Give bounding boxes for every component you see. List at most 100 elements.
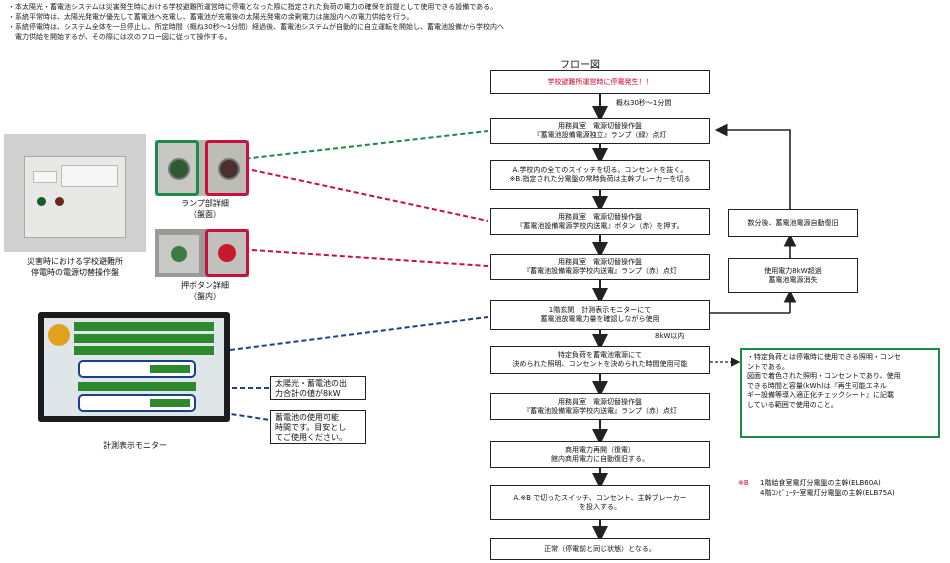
bullet-2: ・系統平常時は、太陽光発電が優先して蓄電池へ充電し、蓄電池が充電後の太陽光発電の… [8,13,414,21]
red-button-frame [205,229,249,277]
bullet-3: ・系統停電時は、システム全体を一旦停止し、所定時間（概ね30秒～1分間）経過後、… [8,23,504,31]
callout1-line2: 力合計の値が8kW [275,389,341,398]
green-lamp-frame [155,140,199,196]
flow-step-power-outage: 学校避難所運営時に停電発生！！ [490,70,710,94]
red-button-icon [218,244,236,262]
note-line2: ントである。 [747,362,789,371]
monitor-bar-3 [74,346,214,355]
monitor-bar-1 [74,322,214,331]
limit-note: 8kW以内 [655,332,685,340]
panel-front [24,156,126,238]
flow-step-red-lamp: 用務員室 電源切替操作盤 『蓄電池設備電源学校内送電』ランプ（赤）点灯 [490,254,710,280]
step10-line1: A.※B で切ったスイッチ、コンセント、主幹ブレーカー [513,493,687,502]
bullet-1: ・本太陽光・蓄電池システムは災害発生時における学校避難所運営時に停電となった際に… [8,3,498,11]
green-lamp-detail-icon [168,158,190,180]
step7-line2: 決められた照明、コンセントを決められた時間使用可能 [512,360,688,368]
side1-line2: 蓄電池電源消失 [768,275,818,284]
panel-photo [4,134,146,252]
step2-line2: 『蓄電池設備電源独立』ランプ（緑）点灯 [533,131,667,139]
footnote-mark: ※B [738,479,749,487]
sun-icon [48,324,70,346]
step3-line2: ※B.指定された分電盤の常時負荷は主幹ブレーカーを切る [509,175,691,183]
monitor-screen [44,318,224,416]
monitor-bar-4 [78,382,196,391]
flow-step-green-lamp: 用務員室 電源切替操作盤 『蓄電池設備電源独立』ランプ（緑）点灯 [490,118,710,144]
green-button-housing [159,235,199,273]
flow-step-switch-on: A.※B で切ったスイッチ、コンセント、主幹ブレーカー を投入する。 [490,485,710,520]
button-caption-line1: 押ボタン詳細 [181,281,229,290]
output-total-bar [150,365,190,373]
flow-step-normal: 正常（停電前と同じ状態）となる。 [490,538,710,560]
intro-bullets: ・本太陽光・蓄電池システムは災害発生時における学校避難所運営時に停電となった際に… [8,2,504,42]
step3-line1: A.学校内の全てのスイッチを切る。コンセントを抜く。 [512,166,688,174]
panel-caption-line1: 災害時における学校避難所 [27,257,123,266]
panel-small-plate [33,171,57,183]
lamp-detail-photo [155,140,249,196]
output-callout: 太陽光・蓄電池の出 力合計の値が8kW [270,376,366,400]
callout2-line2: 時間です。目安とし [275,423,347,432]
panel-caption: 災害時における学校避難所 停電時の電源切替操作盤 [4,256,146,278]
flow-title: フロー図 [560,60,600,71]
panel-label-plate [61,165,118,187]
step2-line1: 用務員室 電源切替操作盤 [558,122,642,130]
note-line6: している範囲で使用のこと。 [747,400,838,409]
footnote-line2: 4階ｺﾝﾋﾟｭｰﾀｰ室電灯分電盤の主幹(ELB75A) [760,489,895,497]
red-lamp-icon [55,197,64,206]
usable-time-bar [150,399,190,407]
flow-step-monitor: 1階玄関 計測表示モニターにて 蓄電池放電電力量を確認しながら使用 [490,300,710,330]
flow-step-power-restore: 商用電力再開（復電） 館内商用電力に自動復旧する。 [490,441,710,468]
callout2-line1: 蓄電池の使用可能 [275,413,339,422]
side2-text: 数分後、蓄電池電源自動復旧 [747,218,839,227]
footnote: ※B [738,478,749,488]
button-caption-line2: （盤内） [189,292,221,301]
side-overload: 使用電力8kW超過 蓄電池電源消失 [728,258,858,293]
side1-line1: 使用電力8kW超過 [764,266,822,275]
step6-line1: 1階玄関 計測表示モニターにて [548,306,652,314]
green-button-icon [171,246,187,262]
loop-arrows [710,123,797,314]
note-line3: 図面で着色された照明・コンセントであり、使用 [747,372,901,380]
step6-line2: 蓄電池放電電力量を確認しながら使用 [540,315,660,323]
flow-step-switch-off: A.学校内の全てのスイッチを切る。コンセントを抜く。 ※B.指定された分電盤の常… [490,160,710,190]
specific-load-note: ・特定負荷とは停電時に使用できる照明・コンセ ントである。 図面で着色された照明… [740,348,940,438]
step8-line1: 用務員室 電源切替操作盤 [558,397,642,406]
red-lamp-frame [205,140,249,196]
panel-caption-line2: 停電時の電源切替操作盤 [31,268,119,277]
usable-time-field [78,394,196,412]
note-line4: できる時間と容量(kWh)は『再生可能エネル [747,381,887,390]
note-line1: ・特定負荷とは停電時に使用できる照明・コンセ [747,353,901,361]
output-total-field [78,360,196,378]
step9-line1: 商用電力再開（復電） [565,445,635,454]
wait-note: 概ね30秒～1分間 [616,99,672,107]
step1-text: 学校避難所運営時に停電発生！！ [547,77,653,86]
step4-line1: 用務員室 電源切替操作盤 [558,212,642,221]
note-line5: ギー設備等導入適正化チェックシート』に記載 [747,391,894,399]
step11-text: 正常（停電前と同じ状態）となる。 [544,544,656,553]
step5-line1: 用務員室 電源切替操作盤 [558,258,642,266]
step7-line1: 特定負荷を蓄電池電源にて [558,351,642,359]
usable-time-callout: 蓄電池の使用可能 時間です。目安とし てご使用ください。 [270,410,366,444]
lamp-caption: ランプ部詳細 （盤面） [160,198,250,220]
step5-line2: 『蓄電池設備電源学校内送電』ランプ（赤）点灯 [523,267,677,275]
step4-line2: 『蓄電池設備電源学校内送電』ボタン（赤）を押す。 [516,221,684,230]
lamp-caption-line2: （盤面） [189,210,221,219]
callout2-line3: てご使用ください。 [275,433,347,442]
lamp-caption-line1: ランプ部詳細 [181,199,229,208]
step9-line2: 館内商用電力に自動復旧する。 [551,454,649,463]
footnote-lines: 1階給食室電灯分電盤の主幹(ELB60A) 4階ｺﾝﾋﾟｭｰﾀｰ室電灯分電盤の主… [760,478,895,498]
bullet-4: 電力供給を開始するが、その際には次のフロー図に従って操作する。 [8,33,232,41]
callout1-line1: 太陽光・蓄電池の出 [275,379,347,388]
step8-line2: 『蓄電池設備電源学校内送電』ランプ（赤）点灯 [523,406,677,415]
step10-line2: を投入する。 [579,502,621,511]
button-caption: 押ボタン詳細 （盤内） [160,280,250,302]
monitor-photo [38,312,230,422]
button-detail-photo [155,229,249,277]
side-auto-recovery: 数分後、蓄電池電源自動復旧 [728,209,858,237]
flow-step-specific-load: 特定負荷を蓄電池電源にて 決められた照明、コンセントを決められた時間使用可能 [490,346,710,374]
monitor-caption: 計測表示モニター [103,441,167,450]
flow-step-red-lamp-2: 用務員室 電源切替操作盤 『蓄電池設備電源学校内送電』ランプ（赤）点灯 [490,393,710,420]
monitor-bar-2 [74,334,214,343]
green-lamp-icon [37,197,46,206]
flow-step-press-button: 用務員室 電源切替操作盤 『蓄電池設備電源学校内送電』ボタン（赤）を押す。 [490,208,710,235]
footnote-line1: 1階給食室電灯分電盤の主幹(ELB60A) [760,479,881,487]
